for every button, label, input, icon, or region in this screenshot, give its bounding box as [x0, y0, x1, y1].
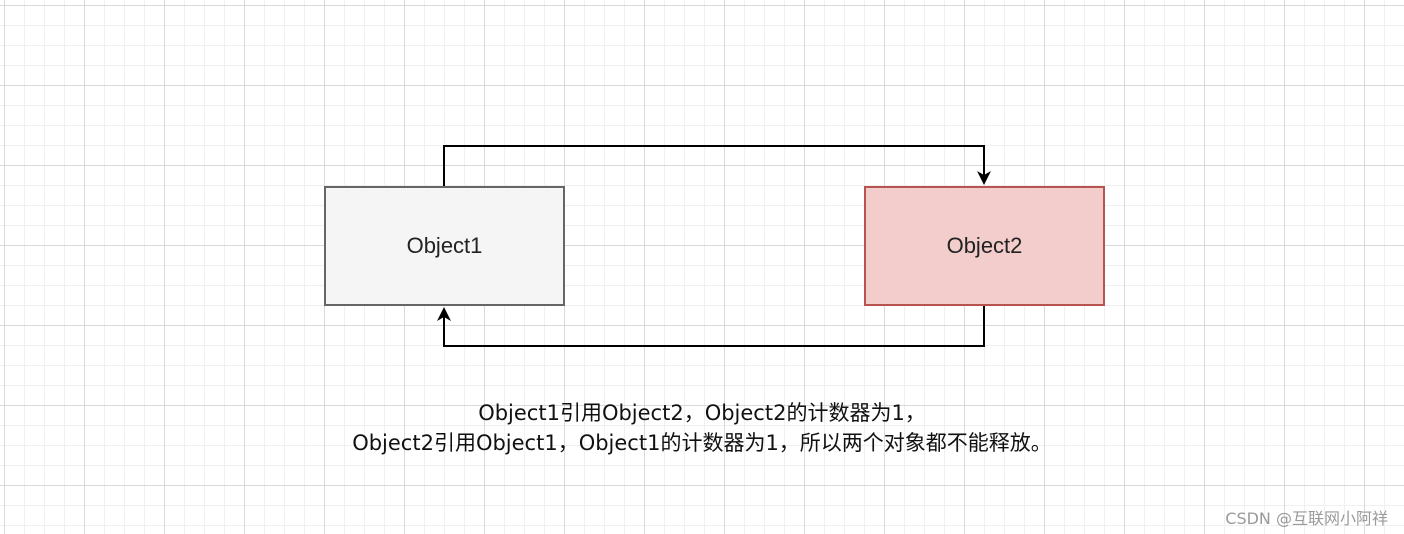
watermark: CSDN @互联网小阿祥	[1225, 509, 1388, 528]
edge-object2-to-object1	[437, 306, 985, 347]
edge-object1-to-object2	[443, 145, 991, 186]
node-object2: Object2	[864, 186, 1105, 306]
caption-line-1: Object1引用Object2，Object2的计数器为1，	[478, 401, 926, 425]
caption-line-2: Object2引用Object1，Object1的计数器为1，所以两个对象都不能…	[352, 431, 1052, 455]
node-object1-label: Object1	[406, 233, 483, 258]
node-object2-label: Object2	[946, 233, 1023, 258]
node-object1: Object1	[324, 186, 565, 306]
